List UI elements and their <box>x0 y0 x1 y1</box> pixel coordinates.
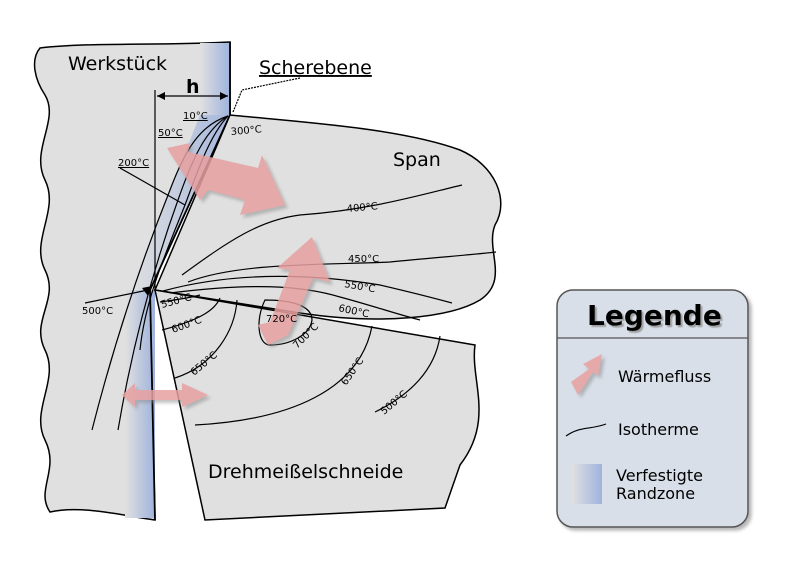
label-550c-chip: 550°C <box>343 279 376 295</box>
label-300c: 300°C <box>230 124 262 138</box>
label-10c: 10°C <box>183 111 208 122</box>
label-720c: 720°C <box>266 314 297 325</box>
heat-flow-arrow-tool <box>258 237 330 345</box>
label-400c: 400°C <box>346 201 378 215</box>
heat-flow-arrow-chip <box>167 143 285 215</box>
legend-title: Legende <box>587 299 722 332</box>
heat-flow-arrow-flank <box>122 383 208 407</box>
label-shear-plane: Scherebene <box>259 57 372 79</box>
legend: Legende Wärmefluss Isotherme Verfestigte… <box>556 289 749 528</box>
tool <box>154 289 480 521</box>
label-500c-left: 500°C <box>82 306 113 317</box>
legend-hardened-1: Verfestigte <box>616 466 703 485</box>
label-h: h <box>186 76 200 98</box>
isotherm-icon <box>565 423 607 437</box>
label-workpiece: Werkstück <box>68 53 167 75</box>
hardened-zone-top <box>200 43 230 115</box>
label-chip: Span <box>393 149 441 171</box>
label-450c: 450°C <box>348 254 379 265</box>
heat-flow-icon <box>571 354 602 395</box>
hardened-zone-icon <box>572 464 602 504</box>
legend-hardened-2: Randzone <box>616 484 695 503</box>
label-tool: Drehmeißelschneide <box>208 461 403 483</box>
label-50c: 50°C <box>158 128 183 139</box>
legend-heat-flow: Wärmefluss <box>618 367 711 386</box>
legend-isotherm: Isotherme <box>618 420 699 439</box>
label-200c: 200°C <box>118 158 149 169</box>
